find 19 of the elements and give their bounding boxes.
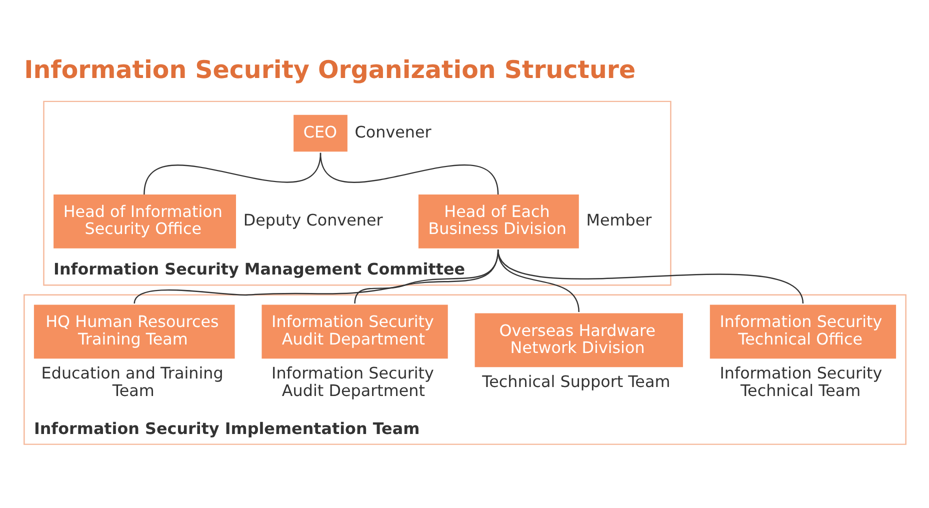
node-box: HQ Human Resources Training Team: [33, 304, 234, 358]
node-label: Information Security Technical Team: [719, 363, 882, 400]
node-box: Information Security Technical Office: [709, 304, 896, 358]
connector: [133, 249, 498, 304]
diagram-title: Information Security Organization Structure: [24, 54, 636, 84]
connector: [319, 152, 498, 194]
node-label: Education and Training Team: [40, 363, 223, 400]
node-label: Deputy Convener: [242, 210, 382, 230]
node-label: Convener: [354, 122, 431, 141]
connector: [497, 248, 804, 304]
node-box: CEO: [293, 114, 347, 152]
node-box: Overseas Hardware Network Division: [474, 312, 682, 367]
node-box: Information Security Audit Department: [261, 304, 448, 358]
node-box: Head of Information Security Office: [53, 194, 236, 248]
node-label: Technical Support Team: [482, 372, 670, 391]
connector: [496, 249, 579, 312]
node-label: Member: [586, 210, 652, 230]
node-box: Head of Each Business Division: [418, 194, 578, 248]
node-label: Information Security Audit Department: [271, 363, 434, 400]
